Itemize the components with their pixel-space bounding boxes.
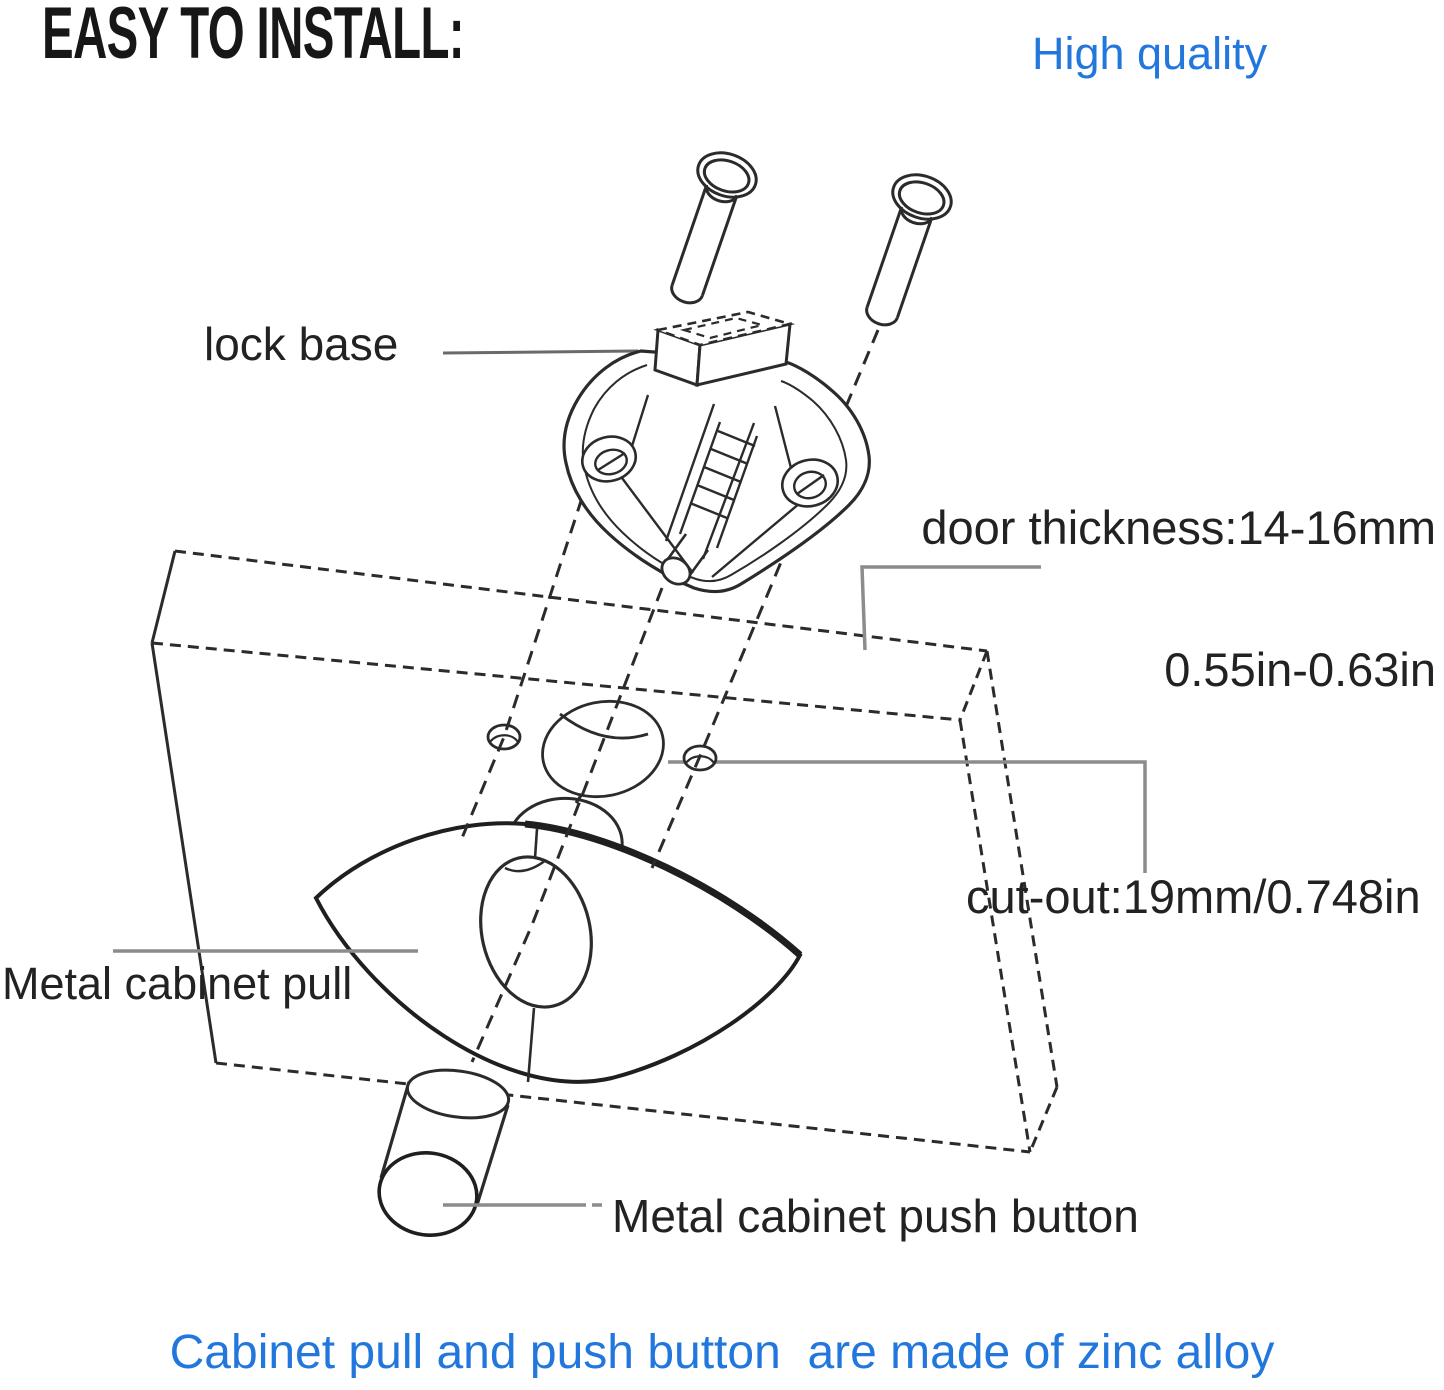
screw-tip [670, 284, 704, 305]
latch-pin [660, 533, 710, 586]
spring-coils [689, 429, 756, 520]
screw-icon-right [865, 173, 953, 327]
screw-head-inner [702, 158, 751, 194]
screw-shaft [670, 184, 739, 297]
cutout-hole-bore-arc [559, 712, 649, 740]
housing-inner-wall [581, 364, 848, 583]
panel-holes-drawing [486, 699, 718, 799]
screw-hole-left-rim [489, 734, 519, 743]
label-push-button: Metal cabinet push button [612, 1190, 1139, 1242]
pull-finger-hole [479, 855, 593, 1009]
screw-head-inner [897, 180, 946, 216]
latch-channel [664, 403, 756, 560]
door-panel-drawing [150, 549, 1059, 1154]
panel-bottom-edge [215, 1061, 1031, 1154]
leader-line-cutout [668, 760, 1147, 873]
panel-left-top-edge [150, 550, 177, 644]
boss-right-slot [796, 474, 825, 495]
boss-left-slot [597, 451, 626, 472]
high-quality-badge: High quality [1032, 28, 1268, 79]
block-top-face [653, 310, 796, 347]
panel-top-back-edge [174, 549, 988, 653]
latch-spring [678, 421, 759, 549]
block-slot [679, 316, 767, 340]
screw-bosses [581, 435, 839, 508]
panel-top-front-edge [151, 641, 961, 722]
panel-right-front-edge [958, 719, 1032, 1153]
leader-line-door-thickness [860, 565, 1041, 651]
footer-note: Cabinet pull and push button are made of… [169, 1326, 1275, 1379]
label-door-thickness: door thickness:14-16mm 0.55in-0.63in [921, 492, 1436, 776]
pin-cap [660, 556, 692, 586]
latch-block [653, 310, 796, 388]
pull-collar-drawing [506, 793, 624, 848]
panel-left-edge [150, 642, 218, 1064]
panel-top-right-edge [958, 650, 989, 721]
label-lock-base: lock base [204, 318, 399, 370]
collar-dome [506, 796, 624, 848]
collar-connector-top [574, 793, 584, 804]
page-title: EASY TO INSTALL: [42, 0, 465, 74]
pull-bottom-stem [526, 1007, 536, 1083]
pull-hole-stem [533, 828, 539, 859]
leader-line-lock-base [442, 349, 639, 355]
pull-outline-thick-arc [524, 820, 803, 958]
leader-lines-under [668, 565, 1147, 873]
button-sides [379, 1081, 510, 1206]
leader-lines-over [113, 949, 602, 1207]
cabinet-pull-drawing [313, 820, 803, 1084]
spring-sides [678, 421, 759, 549]
button-top [405, 1068, 511, 1120]
screw-shaft [865, 206, 934, 319]
label-cutout: cut-out:19mm/0.748in [966, 870, 1421, 923]
label-door-thickness-in: 0.55in-0.63in [1164, 643, 1436, 696]
push-button-drawing [377, 1068, 511, 1237]
panel-right-back-edge [985, 650, 1059, 1088]
projection-lines [460, 329, 880, 1063]
projection-line-right [650, 329, 880, 869]
pull-hole-rim [504, 859, 547, 873]
label-door-thickness-mm: door thickness:14-16mm [921, 501, 1436, 554]
screw-tip [865, 306, 899, 327]
screw-icon-left [670, 151, 758, 305]
cutout-hole-large [541, 699, 665, 799]
button-face [377, 1151, 479, 1237]
projection-line-left [460, 497, 584, 839]
projection-line-center [470, 587, 664, 1063]
panel-right-bottom-edge [1028, 1086, 1059, 1153]
label-cabinet-pull: Metal cabinet pull [2, 958, 353, 1009]
lock-base-drawing [562, 310, 871, 594]
screw-hole-left [486, 723, 522, 751]
